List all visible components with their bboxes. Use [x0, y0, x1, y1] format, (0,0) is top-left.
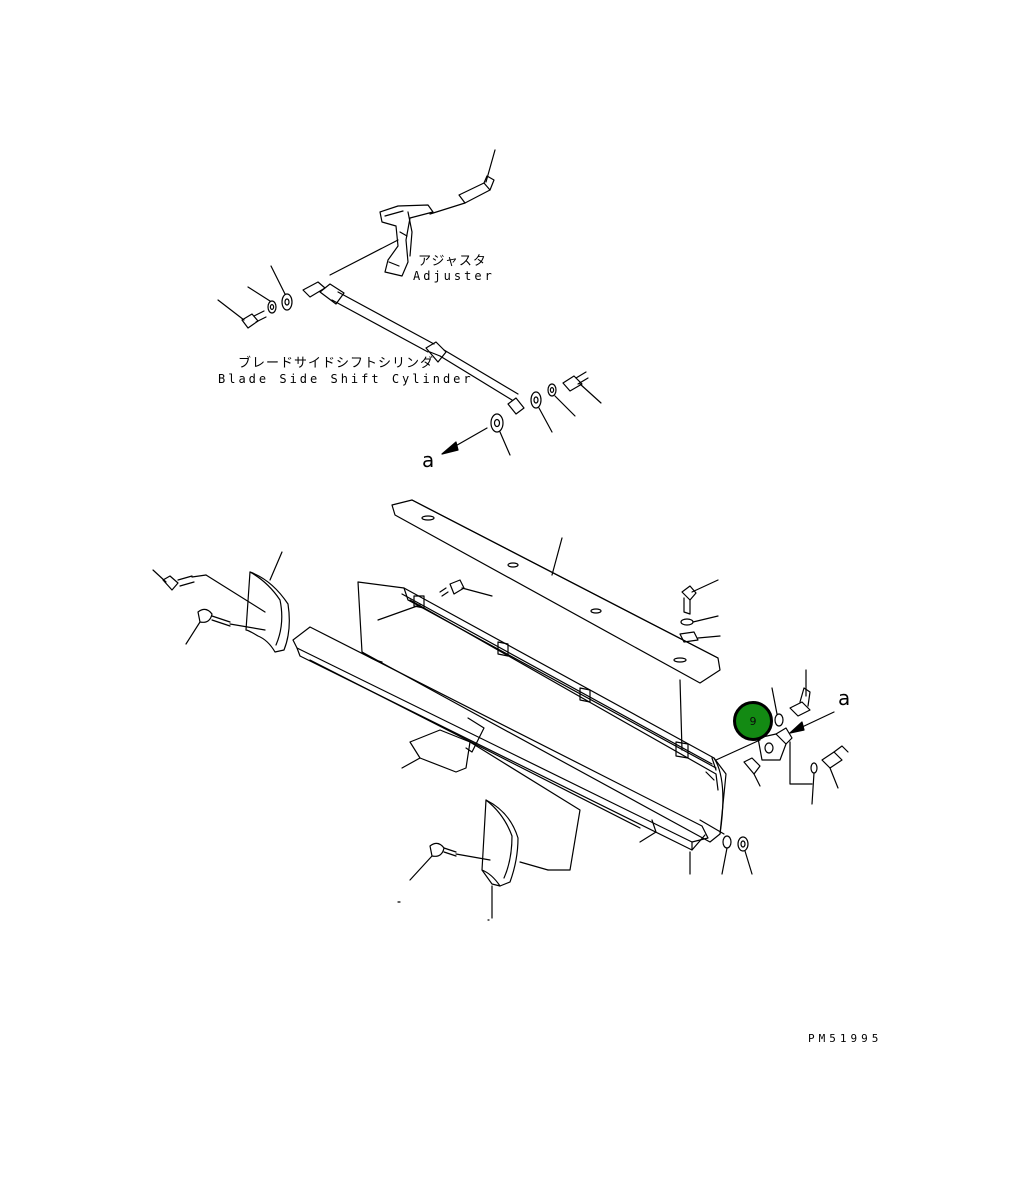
side-hardware-right	[700, 670, 848, 874]
reference-arrow-right	[790, 712, 834, 733]
left-end-bit	[153, 552, 289, 652]
adjuster-label-jp: アジャスタ	[418, 254, 487, 269]
end-plate-assembly	[716, 728, 792, 760]
washer-a	[491, 414, 510, 455]
cylinder-label-en: Blade Side Shift Cylinder	[218, 372, 474, 386]
reference-arrow-top	[442, 428, 487, 454]
right-pin-hardware	[531, 372, 601, 432]
callout-number: 9	[749, 714, 757, 728]
side-shift-cylinder	[303, 282, 524, 414]
moldboard	[358, 582, 726, 842]
reference-mark-right: a	[838, 686, 851, 710]
callout-9[interactable]: 9	[733, 701, 773, 741]
left-pin-hardware	[218, 266, 292, 328]
spill-guard-hardware	[680, 580, 720, 642]
cutting-edge	[293, 627, 708, 874]
top-cover-plate	[392, 500, 720, 750]
drawing-code: PM51995	[808, 1032, 883, 1045]
cylinder-label-jp: ブレードサイドシフトシリンダ	[238, 356, 435, 371]
nut-bolt-upper	[440, 580, 492, 596]
adjuster-pin	[430, 150, 495, 214]
right-end-bit	[410, 800, 548, 918]
adjuster-label-en: Adjuster	[413, 269, 495, 283]
blade-frame	[402, 730, 580, 870]
adjuster-bracket	[330, 205, 433, 276]
reference-mark-top: a	[422, 448, 435, 472]
